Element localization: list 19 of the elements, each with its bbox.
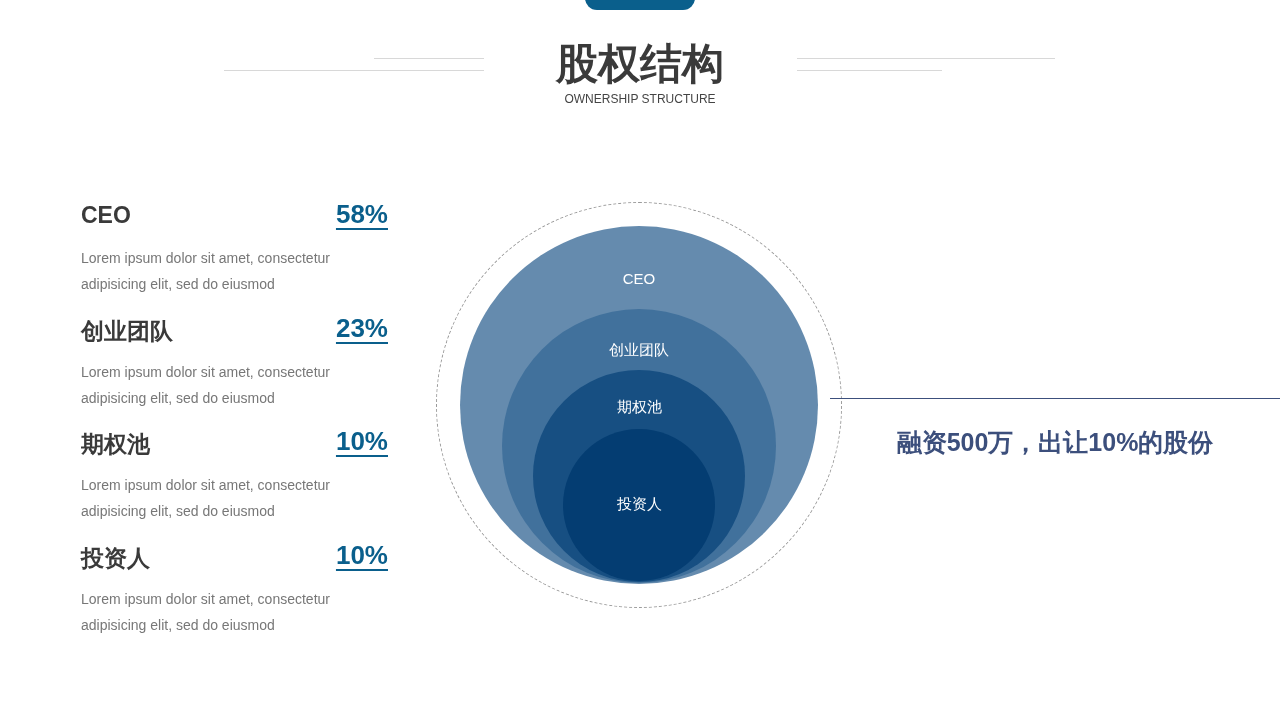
circle-label: 投资人 [616,495,662,514]
percentage: 23% [335,312,388,344]
percentage: 58% [335,199,388,230]
circle-label: 期权池 [616,398,662,417]
description: Lorem ipsum dolor sit amet, consectetur adipisicing elit, sed do eiusmod [81,362,331,408]
description: Lorem ipsum dolor sit amet, consectetur adipisicing elit, sed do eiusmod [81,589,331,635]
title: 股权结构 [554,39,725,89]
subtitle: OWNERSHIP STRUCTURE [563,92,717,106]
circle-label: CEO [622,270,656,287]
description: Lorem ipsum dolor sit amet, consectetur adipisicing elit, sed do eiusmod [81,476,331,521]
item-heading: CEO [81,202,131,229]
note: 融资500万，出让10%的股份 [895,427,1215,458]
percentage: 10% [335,539,388,571]
item-heading: 投资人 [81,543,150,573]
percentage: 10% [335,426,388,457]
circle-label: 创业团队 [609,341,669,360]
item-heading: 期权池 [81,430,150,459]
description: Lorem ipsum dolor sit amet, consectetur adipisicing elit, sed do eiusmod [81,249,331,294]
item-heading: 创业团队 [81,316,173,346]
